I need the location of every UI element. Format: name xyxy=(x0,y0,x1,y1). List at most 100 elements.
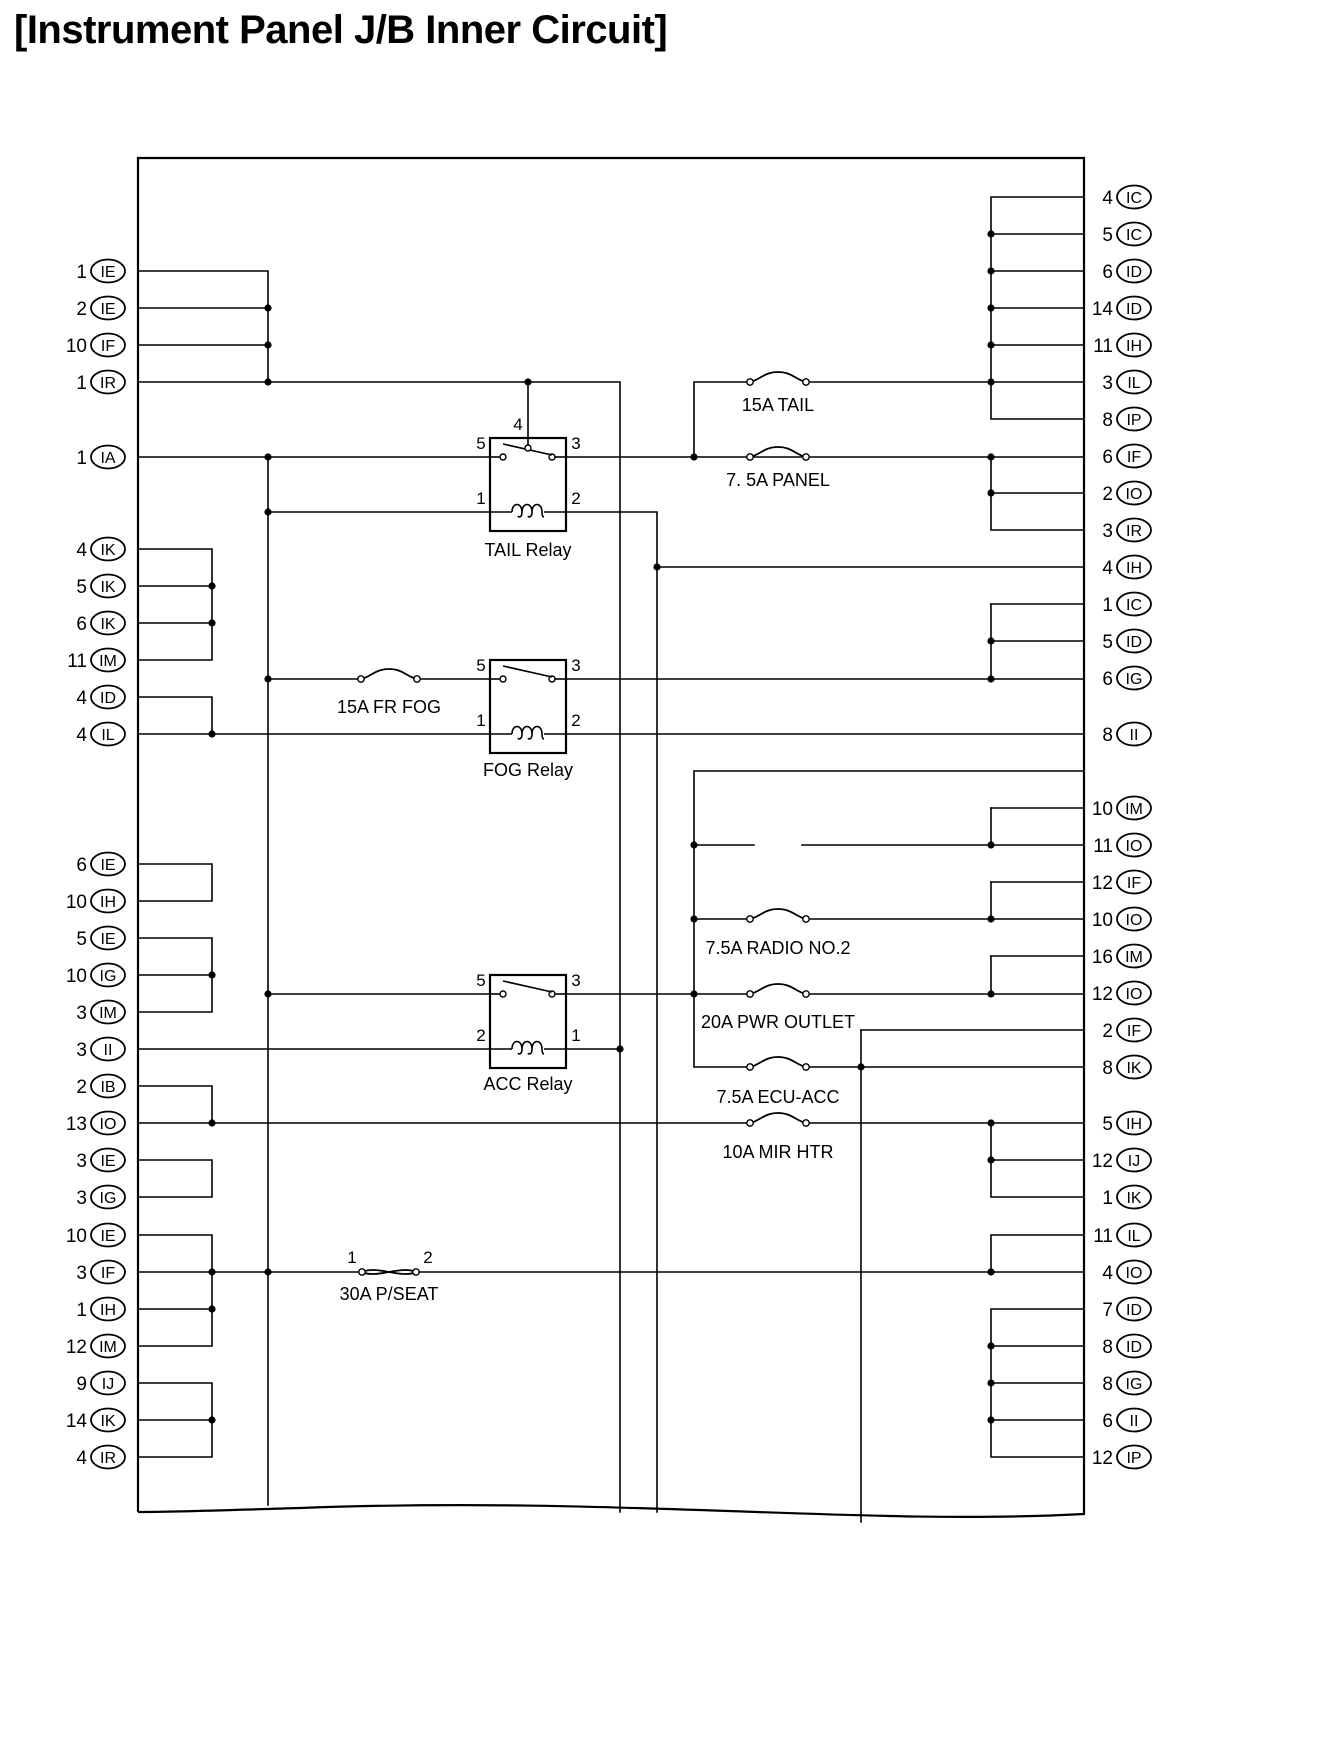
connector-code: IH xyxy=(1126,338,1142,355)
connector-code: IO xyxy=(1126,986,1143,1003)
connector-code: IP xyxy=(1126,412,1141,429)
connector-code: IG xyxy=(100,1190,117,1207)
relay-label: FOG Relay xyxy=(483,760,573,780)
connector-badge xyxy=(90,258,126,284)
connector-ic-5: IC5 xyxy=(1102,221,1152,247)
connector-ie-5: IE5 xyxy=(76,925,126,951)
fuse-element xyxy=(749,1112,807,1124)
relay-pin-number: 1 xyxy=(476,489,485,508)
connector-pin: 1 xyxy=(1102,595,1113,616)
connector-pin: 11 xyxy=(1093,836,1113,857)
connector-badge xyxy=(90,1444,126,1470)
connector-ir-4: IR 4 xyxy=(76,1444,126,1470)
connector-code: IJ xyxy=(1128,1153,1140,1170)
fuse-terminal xyxy=(413,675,421,683)
fuse-terminal xyxy=(802,378,810,386)
fuse-element xyxy=(360,668,418,680)
fusible-link-pin: 2 xyxy=(423,1248,432,1267)
connector-badge xyxy=(90,721,126,747)
connector-code: IE xyxy=(100,1228,115,1245)
wire-58 xyxy=(137,1234,213,1347)
junction-dot-3 xyxy=(524,378,532,386)
connector-ii-3: II3 xyxy=(76,1036,126,1062)
fuse-element xyxy=(749,983,807,995)
connector-ig-6: IG6 xyxy=(1102,665,1152,691)
connector-code: ID xyxy=(1126,1339,1142,1356)
connector-code: IC xyxy=(1126,190,1142,207)
connector-badge xyxy=(90,573,126,599)
connector-ih-1: IH1 xyxy=(76,1296,126,1322)
relay-pin-number: 3 xyxy=(571,434,580,453)
connector-ic-1: IC 1 xyxy=(1102,591,1152,617)
connector-pin: 14 xyxy=(1092,299,1114,320)
fuse-terminal xyxy=(802,915,810,923)
junction-dot-17 xyxy=(653,563,661,571)
connector-pin: 10 xyxy=(66,966,87,987)
connector-pin: 6 xyxy=(1102,669,1113,690)
fusible-link-wire xyxy=(364,1269,414,1275)
connector-code: IM xyxy=(1125,801,1143,818)
connector-if-6: IF6 xyxy=(1102,443,1152,469)
fuse-label: 7.5A RADIO NO.2 xyxy=(705,938,850,958)
connector-code: IR xyxy=(100,1450,116,1467)
connector-il-4: IL4 xyxy=(76,721,126,747)
connector-id-6: ID6 xyxy=(1102,258,1152,284)
connector-code: IF xyxy=(101,1265,115,1282)
connector-code: IE xyxy=(100,301,115,318)
connector-code: IG xyxy=(1126,1376,1143,1393)
junction-dot-40 xyxy=(987,1379,995,1387)
junction-dot-0 xyxy=(264,304,272,312)
junction-dot-14 xyxy=(987,378,995,386)
connector-pin: 7 xyxy=(1102,1300,1113,1321)
connector-badge xyxy=(90,1073,126,1099)
connector-badge xyxy=(90,332,126,358)
connector-badge xyxy=(1116,295,1152,321)
fuse-terminal xyxy=(746,1119,754,1127)
connector-code: IF xyxy=(101,338,115,355)
connector-ic-4: IC4 xyxy=(1102,184,1152,210)
connector-ig-3: IG3 xyxy=(76,1184,126,1210)
connector-badge xyxy=(90,962,126,988)
connector-pin: 11 xyxy=(1093,336,1113,357)
wire-57 xyxy=(137,1159,213,1198)
connector-code: IF xyxy=(1127,1023,1141,1040)
junction-dot-2 xyxy=(264,378,272,386)
connector-pin: 2 xyxy=(76,1077,87,1098)
connector-ii-8: II8 xyxy=(1102,721,1152,747)
connector-ik-4: IK4 xyxy=(76,536,126,562)
connector-badge xyxy=(1116,1333,1152,1359)
connector-pin: 2 xyxy=(1102,1021,1113,1042)
connector-ih-4: IH4 xyxy=(1102,554,1152,580)
connector-badge xyxy=(1116,665,1152,691)
connector-code: IF xyxy=(1127,449,1141,466)
connector-pin: 12 xyxy=(66,1337,87,1358)
connector-ie-1: IE1 xyxy=(76,258,126,284)
connector-code: IM xyxy=(1125,949,1143,966)
connector-pin: 6 xyxy=(76,855,87,876)
connector-badge xyxy=(90,647,126,673)
connector-code: II xyxy=(1130,1413,1139,1430)
connector-ir-3: IR3 xyxy=(1102,517,1152,543)
fuse-0: 15A TAIL xyxy=(742,371,814,415)
connector-pin: 4 xyxy=(76,1448,87,1469)
connector-code: IC xyxy=(1126,597,1142,614)
connector-id-8: ID8 xyxy=(1102,1333,1152,1359)
connector-pin: 5 xyxy=(1102,225,1113,246)
connector-ie-6: IE6 xyxy=(76,851,126,877)
connector-code: IH xyxy=(1126,560,1142,577)
junction-dot-10 xyxy=(987,230,995,238)
fuse-terminal xyxy=(746,1063,754,1071)
wire-20 xyxy=(137,548,213,661)
relay-pin-number: 3 xyxy=(571,656,580,675)
